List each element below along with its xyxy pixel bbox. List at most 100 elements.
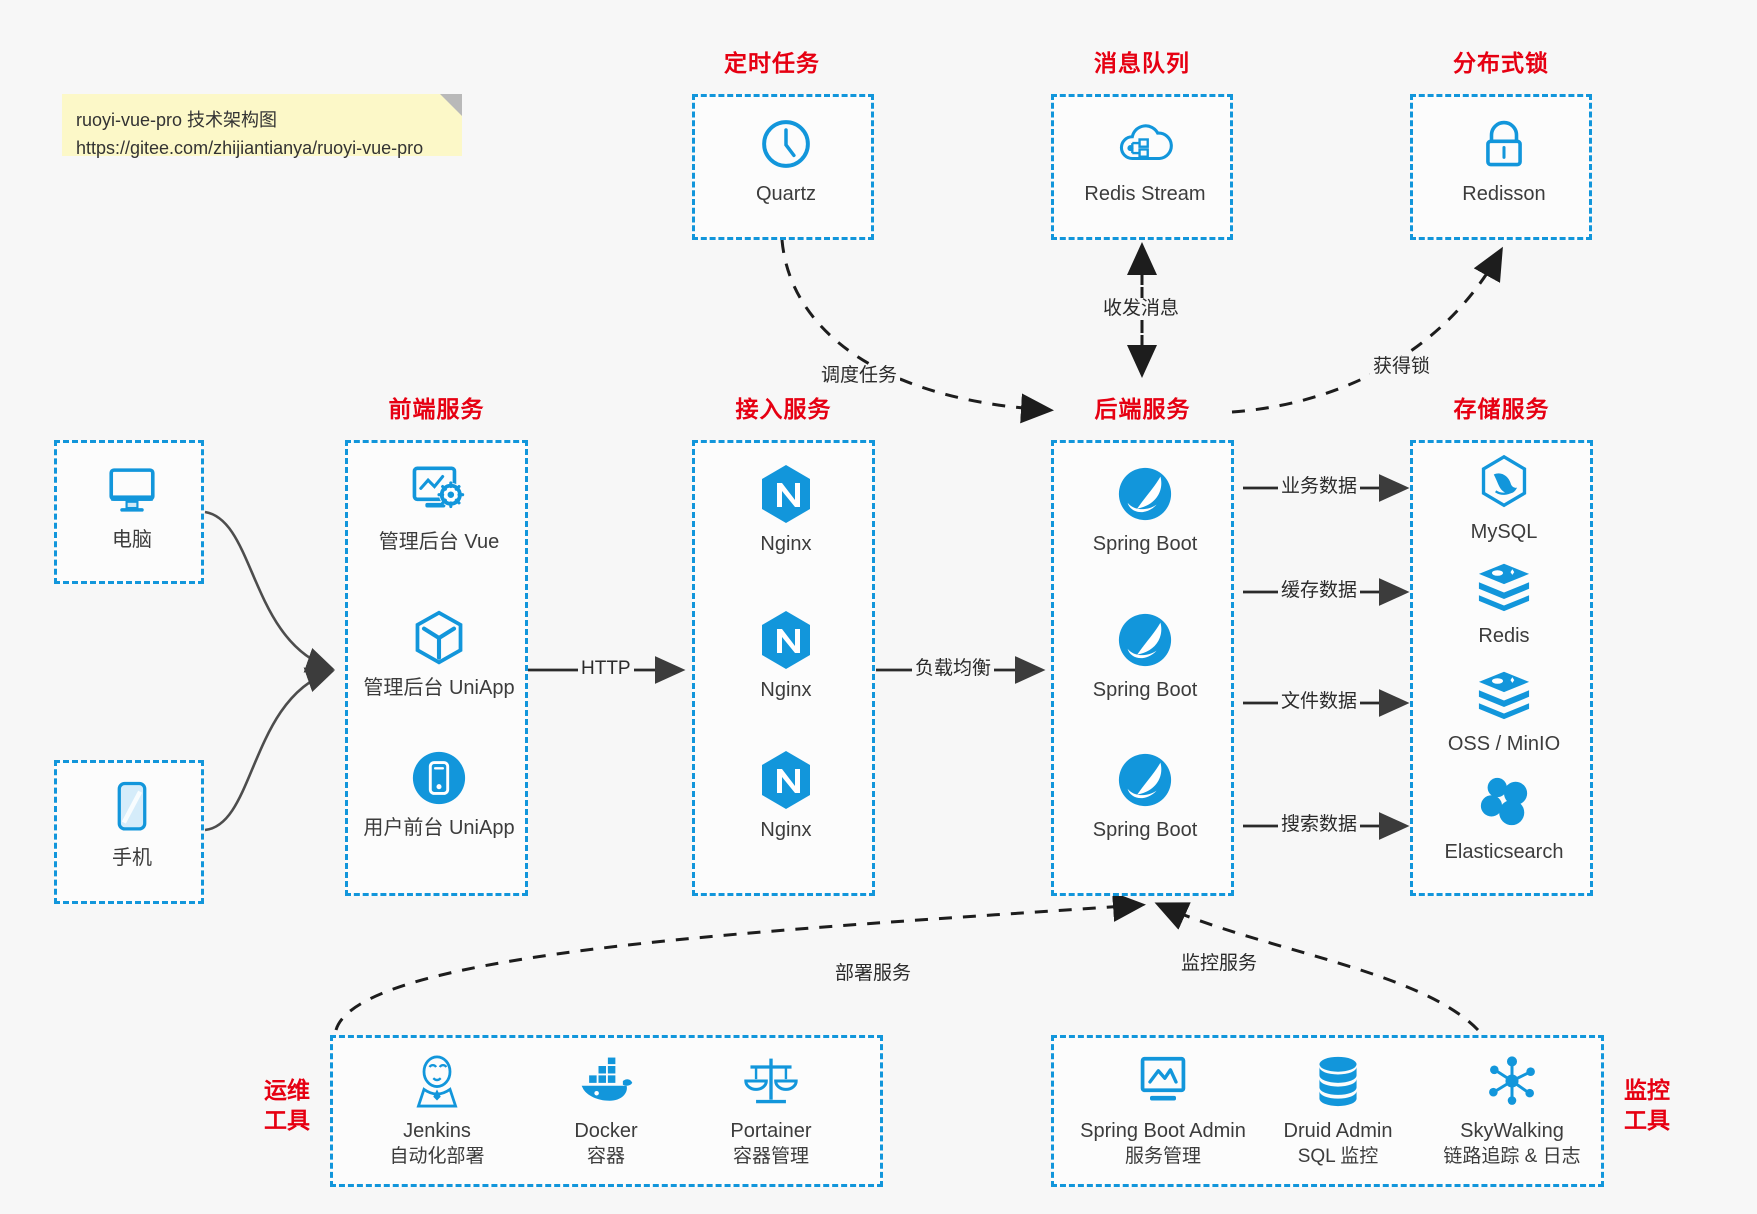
- node-label: 管理后台 UniApp: [363, 677, 515, 699]
- dashboard-gear-icon: [359, 461, 519, 523]
- node-label: 电脑: [112, 529, 152, 551]
- desktop-icon: [52, 459, 212, 521]
- spring-leaf-icon: [1065, 609, 1225, 671]
- group-title-lock: 分布式锁: [1453, 50, 1549, 76]
- node-sublabel: 自动化部署: [389, 1146, 485, 1167]
- group-title-devops: 运维 工具: [258, 1075, 316, 1135]
- node-label: Spring Boot: [1092, 533, 1198, 555]
- node-label: Quartz: [755, 183, 817, 205]
- node-label: 用户前台 UniApp: [363, 817, 515, 839]
- node-label: Nginx: [760, 533, 812, 555]
- group-box-gateway: Nginx Nginx Nginx: [692, 440, 875, 896]
- node-nginx-3[interactable]: Nginx: [706, 749, 866, 843]
- node-label: Spring Boot: [1092, 679, 1198, 701]
- edge-label-file-data: 文件数据: [1278, 691, 1361, 713]
- node-sublabel: 容器管理: [732, 1146, 809, 1167]
- node-label: MySQL: [1470, 521, 1538, 543]
- nginx-icon: [706, 463, 866, 525]
- group-title-storage: 存储服务: [1453, 396, 1550, 422]
- group-title-frontend: 前端服务: [388, 396, 485, 422]
- mysql-dolphin-icon: [1424, 451, 1584, 513]
- node-label: Nginx: [760, 819, 812, 841]
- node-label: Redis: [1478, 625, 1530, 647]
- edge-label-lock: 获得锁: [1370, 356, 1434, 378]
- spring-leaf-icon: [1065, 749, 1225, 811]
- node-spring-boot-1[interactable]: Spring Boot: [1065, 463, 1225, 557]
- node-label: Nginx: [760, 679, 812, 701]
- node-label: 手机: [112, 847, 152, 869]
- scales-icon: [691, 1050, 851, 1112]
- group-box-storage: MySQL Redis: [1410, 440, 1593, 896]
- group-title-monitor-line1: 监控: [1624, 1077, 1670, 1103]
- node-admin-vue[interactable]: 管理后台 Vue: [359, 461, 519, 555]
- sticky-note: ruoyi-vue-pro 技术架构图 https://gitee.com/zh…: [62, 94, 462, 158]
- node-label: Jenkins: [403, 1120, 471, 1142]
- group-box-client-mobile: 手机: [54, 760, 204, 904]
- spring-leaf-icon: [1065, 463, 1225, 525]
- node-sublabel: SQL 监控: [1297, 1146, 1379, 1167]
- database-icon: [1250, 1050, 1426, 1112]
- group-title-backend: 后端服务: [1094, 396, 1191, 422]
- nginx-icon: [706, 609, 866, 671]
- node-spring-boot-2[interactable]: Spring Boot: [1065, 609, 1225, 703]
- node-label: Redis Stream: [1084, 183, 1206, 205]
- node-elasticsearch[interactable]: Elasticsearch: [1424, 771, 1584, 865]
- node-quartz[interactable]: Quartz: [706, 113, 866, 207]
- edge-label-biz-data: 业务数据: [1278, 476, 1361, 498]
- node-spring-boot-3[interactable]: Spring Boot: [1065, 749, 1225, 843]
- node-label: 管理后台 Vue: [378, 531, 500, 553]
- node-sublabel: 服务管理: [1124, 1146, 1201, 1167]
- node-druid-admin[interactable]: Druid Admin SQL 监控: [1250, 1050, 1426, 1169]
- node-label: Docker: [574, 1120, 638, 1142]
- node-user-uniapp[interactable]: 用户前台 UniApp: [359, 747, 519, 841]
- monitor-chart-icon: [1068, 1050, 1258, 1112]
- edge-label-http: HTTP: [578, 658, 634, 680]
- edge-label-load-balance: 负载均衡: [912, 658, 995, 680]
- node-admin-uniapp[interactable]: 管理后台 UniApp: [359, 607, 519, 701]
- group-box-mq: Redis Stream: [1051, 94, 1233, 240]
- group-title-monitor-line2: 工具: [1624, 1107, 1670, 1133]
- edge-label-search-data: 搜索数据: [1278, 814, 1361, 836]
- mobile-icon: [52, 777, 212, 839]
- redis-stack-icon: [1424, 663, 1584, 725]
- phone-round-icon: [359, 747, 519, 809]
- edge-label-cache-data: 缓存数据: [1278, 580, 1361, 602]
- node-label: Elasticsearch: [1444, 841, 1564, 863]
- cube-icon: [359, 607, 519, 669]
- node-skywalking[interactable]: SkyWalking 链路追踪 & 日志: [1417, 1050, 1607, 1169]
- node-spring-boot-admin[interactable]: Spring Boot Admin 服务管理: [1068, 1050, 1258, 1169]
- node-label: SkyWalking: [1460, 1120, 1564, 1142]
- node-label: OSS / MinIO: [1447, 733, 1561, 755]
- node-redis[interactable]: Redis: [1424, 555, 1584, 649]
- elasticsearch-icon: [1424, 771, 1584, 833]
- node-docker[interactable]: Docker 容器: [526, 1050, 686, 1169]
- lock-icon: [1424, 113, 1584, 175]
- group-box-client-desktop: 电脑: [54, 440, 204, 584]
- node-jenkins[interactable]: Jenkins 自动化部署: [357, 1050, 517, 1169]
- node-portainer[interactable]: Portainer 容器管理: [691, 1050, 851, 1169]
- node-label: Spring Boot Admin: [1080, 1120, 1246, 1142]
- note-line-url: https://gitee.com/zhijiantianya/ruoyi-vu…: [76, 138, 424, 158]
- node-label: Portainer: [730, 1120, 812, 1142]
- edge-label-deploy: 部署服务: [832, 963, 915, 985]
- note-fold-corner: [440, 94, 462, 116]
- node-label: Redisson: [1462, 183, 1546, 205]
- node-redis-stream[interactable]: Redis Stream: [1065, 113, 1225, 207]
- jenkins-butler-icon: [357, 1050, 517, 1112]
- node-nginx-1[interactable]: Nginx: [706, 463, 866, 557]
- node-mobile[interactable]: 手机: [52, 777, 212, 871]
- node-desktop[interactable]: 电脑: [52, 459, 212, 553]
- node-label: Druid Admin: [1283, 1120, 1393, 1142]
- edge-label-schedule: 调度任务: [818, 365, 901, 387]
- node-mysql[interactable]: MySQL: [1424, 451, 1584, 545]
- clock-icon: [706, 113, 866, 175]
- group-box-lock: Redisson: [1410, 94, 1592, 240]
- node-oss-minio[interactable]: OSS / MinIO: [1424, 663, 1584, 757]
- node-nginx-2[interactable]: Nginx: [706, 609, 866, 703]
- node-redisson[interactable]: Redisson: [1424, 113, 1584, 207]
- group-title-devops-line2: 工具: [264, 1107, 310, 1133]
- node-label: Spring Boot: [1092, 819, 1198, 841]
- node-sublabel: 链路追踪 & 日志: [1443, 1146, 1581, 1167]
- edge-label-message: 收发消息: [1100, 298, 1183, 320]
